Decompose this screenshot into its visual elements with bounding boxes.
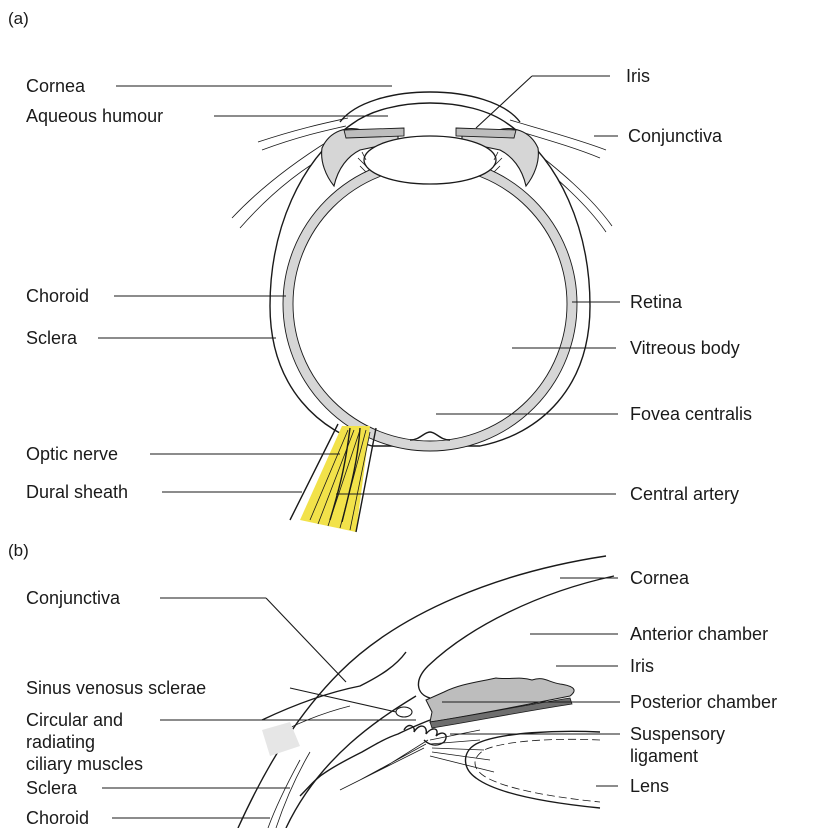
label-vitreous-body: Vitreous body: [630, 338, 740, 358]
label-aqueous-humour: Aqueous humour: [26, 106, 163, 126]
panel-b-tag: (b): [8, 541, 29, 560]
label-cornea-b: Cornea: [630, 568, 690, 588]
label-fovea-centralis: Fovea centralis: [630, 404, 752, 424]
label-conjunctiva-b: Conjunctiva: [26, 588, 121, 608]
choroid-line-b: [268, 760, 300, 828]
panel-a-tag: (a): [8, 9, 29, 28]
label-ciliary-line-1: Circular and: [26, 710, 123, 730]
label-suspensory-line-2: ligament: [630, 746, 698, 766]
iris-left: [344, 128, 404, 138]
sinus-venosus-sclerae: [396, 707, 412, 717]
leader-sinus-venosus: [290, 688, 396, 712]
lens-capsule-b: [475, 739, 600, 802]
label-choroid-a: Choroid: [26, 286, 89, 306]
label-lens: Lens: [630, 776, 669, 796]
retina-edge: [293, 167, 567, 441]
label-sinus-venosus-sclerae: Sinus venosus sclerae: [26, 678, 206, 698]
label-sclera-b: Sclera: [26, 778, 78, 798]
label-optic-nerve: Optic nerve: [26, 444, 118, 464]
label-iris-b: Iris: [630, 656, 654, 676]
leader-conjunctiva-b-d: [266, 598, 346, 682]
suspensory-fibres-b: [340, 730, 494, 790]
label-anterior-chamber: Anterior chamber: [630, 624, 768, 644]
label-posterior-chamber: Posterior chamber: [630, 692, 777, 712]
label-central-artery: Central artery: [630, 484, 739, 504]
label-suspensory-line-1: Suspensory: [630, 724, 725, 744]
label-cornea-a: Cornea: [26, 76, 86, 96]
panel-a: (a): [8, 9, 752, 532]
label-conjunctiva-a: Conjunctiva: [628, 126, 723, 146]
panel-b: (b): [8, 541, 777, 828]
label-dural-sheath: Dural sheath: [26, 482, 128, 502]
label-sclera-a: Sclera: [26, 328, 78, 348]
iris-right: [456, 128, 516, 138]
lens-a: [364, 136, 496, 184]
label-retina: Retina: [630, 292, 683, 312]
label-ciliary-line-2: radiating: [26, 732, 95, 752]
label-choroid-b: Choroid: [26, 808, 89, 828]
label-ciliary-line-3: ciliary muscles: [26, 754, 143, 774]
label-iris-a: Iris: [626, 66, 650, 86]
leader-iris-a-d: [476, 76, 532, 128]
